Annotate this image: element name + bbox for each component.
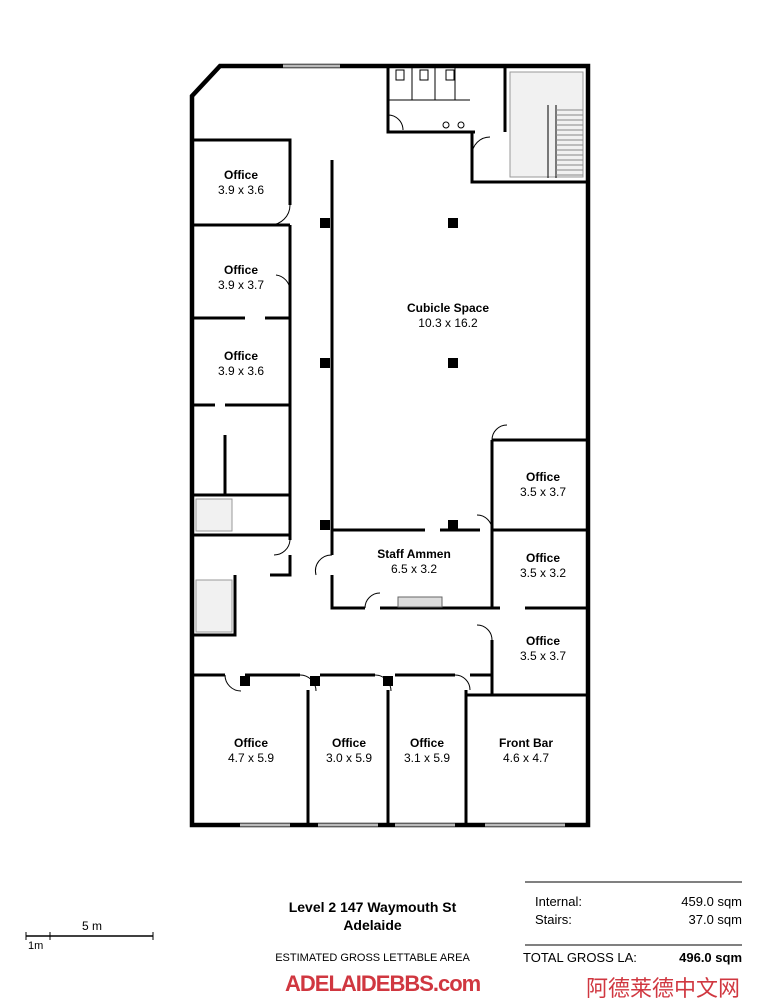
room-name: Office (332, 736, 366, 750)
doors (224, 114, 508, 692)
stairs-north-east (470, 66, 588, 184)
room-name: Office (526, 551, 560, 565)
scale-1m-label: 1m (28, 940, 44, 952)
room-name: Office (224, 349, 258, 363)
scale-5m-label: 5 m (82, 919, 103, 933)
sink (397, 596, 443, 608)
internal-value: 459.0 sqm (681, 894, 742, 909)
room-dims: 3.9 x 3.6 (218, 183, 264, 197)
plan-title: Level 2 147 Waymouth St (288, 899, 457, 915)
toilets (386, 66, 475, 134)
room-dims: 3.5 x 3.7 (520, 485, 566, 499)
room-name: Office (234, 736, 268, 750)
room-name: Office (224, 263, 258, 277)
outer-wall (189, 63, 591, 828)
stairs-label: Stairs: (535, 912, 572, 927)
room-dims: 3.0 x 5.9 (326, 751, 372, 765)
room-dims: 3.5 x 3.7 (520, 649, 566, 663)
room-dims: 6.5 x 3.2 (391, 562, 437, 576)
internal-label: Internal: (535, 894, 582, 909)
columns (240, 218, 458, 686)
plan-subtitle: ESTIMATED GROSS LETTABLE AREA (275, 952, 470, 964)
stairs-value: 37.0 sqm (688, 912, 742, 927)
room-dims: 10.3 x 16.2 (418, 316, 478, 330)
room-name: Office (224, 168, 258, 182)
room-name: Office (410, 736, 444, 750)
room-dims: 3.9 x 3.6 (218, 364, 264, 378)
interior-walls (192, 138, 588, 825)
room-dims: 3.5 x 3.2 (520, 566, 566, 580)
room-name: Cubicle Space (407, 301, 489, 315)
room-dims: 3.9 x 3.7 (218, 278, 264, 292)
room-dims: 4.6 x 4.7 (503, 751, 549, 765)
plan-city: Adelaide (343, 917, 402, 933)
room-name: Staff Ammen (377, 547, 451, 561)
watermark-chinese: 阿德莱德中文网 (586, 976, 741, 1001)
room-name: Office (526, 470, 560, 484)
room-name: Front Bar (499, 736, 553, 750)
total-value: 496.0 sqm (679, 950, 742, 965)
room-dims: 3.1 x 5.9 (404, 751, 450, 765)
room-dims: 4.7 x 5.9 (228, 751, 274, 765)
scale-bar (25, 932, 154, 940)
total-label: TOTAL GROSS LA: (523, 950, 637, 965)
watermark-logo: ADELAIDEBBS.com (285, 971, 481, 996)
room-name: Office (526, 634, 560, 648)
